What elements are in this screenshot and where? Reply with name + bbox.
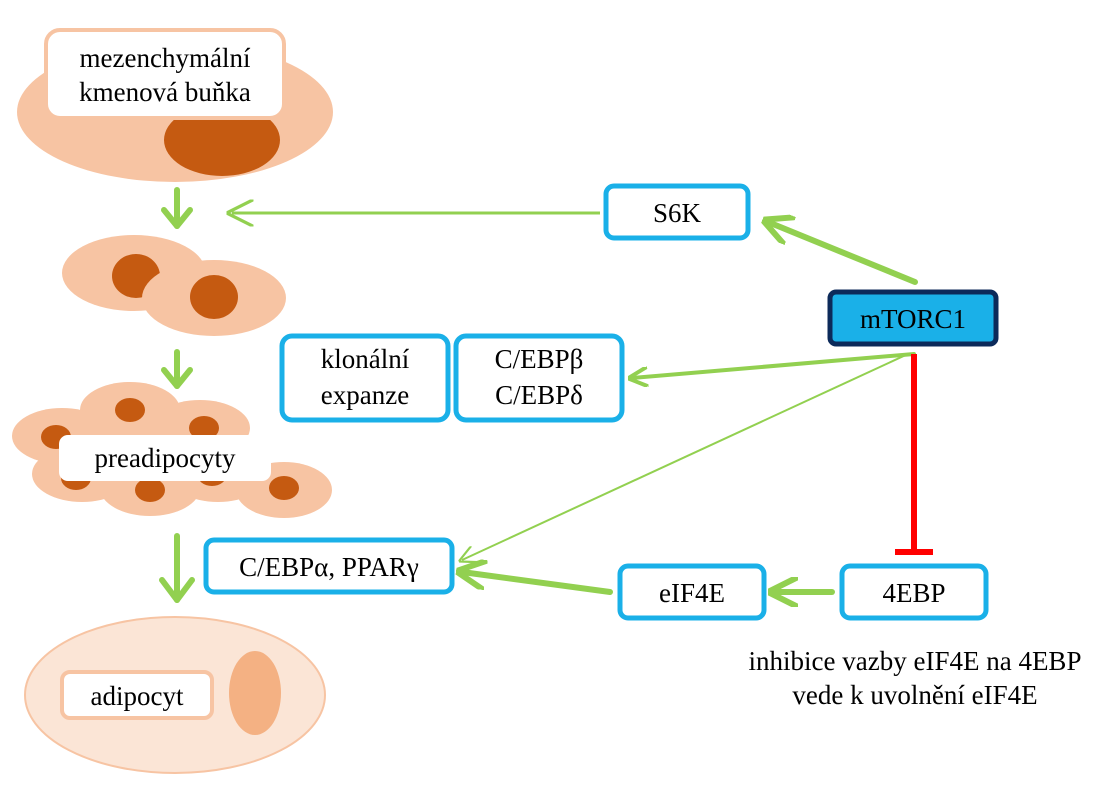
preadipocyte-cluster: preadipocyty bbox=[12, 382, 332, 518]
adipocyte: adipocyt bbox=[24, 616, 326, 774]
arrow-dividing-to-preadipocytes bbox=[161, 349, 193, 389]
msc-label-line1: mezenchymální bbox=[80, 43, 251, 73]
clonal-label-line2: expanze bbox=[321, 380, 409, 410]
preadipocyte-label-box bbox=[59, 435, 271, 481]
preadipocyte-nucleus bbox=[189, 416, 219, 440]
inhibition-mtorc1-to-4ebp bbox=[895, 354, 933, 555]
cebp-alpha-ppar-label: C/EBPα, PPARγ bbox=[239, 552, 419, 582]
arrow-mtorc1-to-cebp-alpha-ppar bbox=[462, 353, 909, 560]
arrow-mtorc1-to-cebp-beta-delta bbox=[632, 352, 916, 378]
arrow-mtorc1-to-s6k bbox=[768, 222, 918, 285]
msc-nucleus bbox=[164, 104, 280, 176]
dividing-nucleus-right bbox=[190, 275, 238, 319]
4ebp-label: 4EBP bbox=[882, 578, 945, 608]
clonal-label-line1: klonální bbox=[321, 344, 410, 374]
inhibition-note-line1: inhibice vazby eIF4E na 4EBP bbox=[749, 646, 1082, 676]
eif4e-label: eIF4E bbox=[659, 578, 725, 608]
inhibition-note-line2: vede k uvolnění eIF4E bbox=[792, 680, 1037, 710]
node-cebp-alpha-ppar-gamma: C/EBPα, PPARγ bbox=[203, 537, 455, 595]
node-clonal-expansion: klonální expanze bbox=[279, 333, 451, 423]
mesenchymal-stem-cell: mezenchymální kmenová buňka bbox=[17, 28, 333, 182]
preadipocyte-nucleus bbox=[135, 478, 165, 502]
msc-label-box bbox=[44, 28, 286, 120]
arrow-preadipocytes-to-adipocyte bbox=[159, 533, 195, 603]
cebp-bd-label-line1: C/EBPβ bbox=[495, 344, 584, 374]
s6k-label: S6K bbox=[653, 198, 702, 228]
arrow-msc-to-dividing bbox=[161, 187, 193, 229]
node-s6k: S6K bbox=[603, 183, 751, 241]
adipocyte-label: adipocyt bbox=[91, 681, 184, 711]
node-mtorc1: mTORC1 bbox=[827, 289, 999, 347]
preadipocyte-label: preadipocyty bbox=[95, 443, 236, 473]
preadipocyte-nucleus bbox=[115, 398, 145, 422]
mtorc1-label: mTORC1 bbox=[860, 304, 966, 334]
node-cebp-beta-delta: C/EBPβ C/EBPδ bbox=[453, 333, 625, 423]
adipocyte-lipid-droplet bbox=[229, 651, 281, 735]
adipocyte-label-box bbox=[60, 670, 214, 720]
dividing-cells bbox=[62, 235, 286, 336]
cebp-bd-label-line2: C/EBPδ bbox=[495, 380, 583, 410]
preadipocyte-nucleus bbox=[269, 476, 299, 500]
node-eif4e: eIF4E bbox=[617, 563, 767, 621]
msc-label-line2: kmenová buňka bbox=[79, 77, 251, 107]
arrow-eif4e-to-cebp-alpha-ppar bbox=[462, 572, 613, 595]
node-4ebp: 4EBP bbox=[839, 563, 989, 621]
